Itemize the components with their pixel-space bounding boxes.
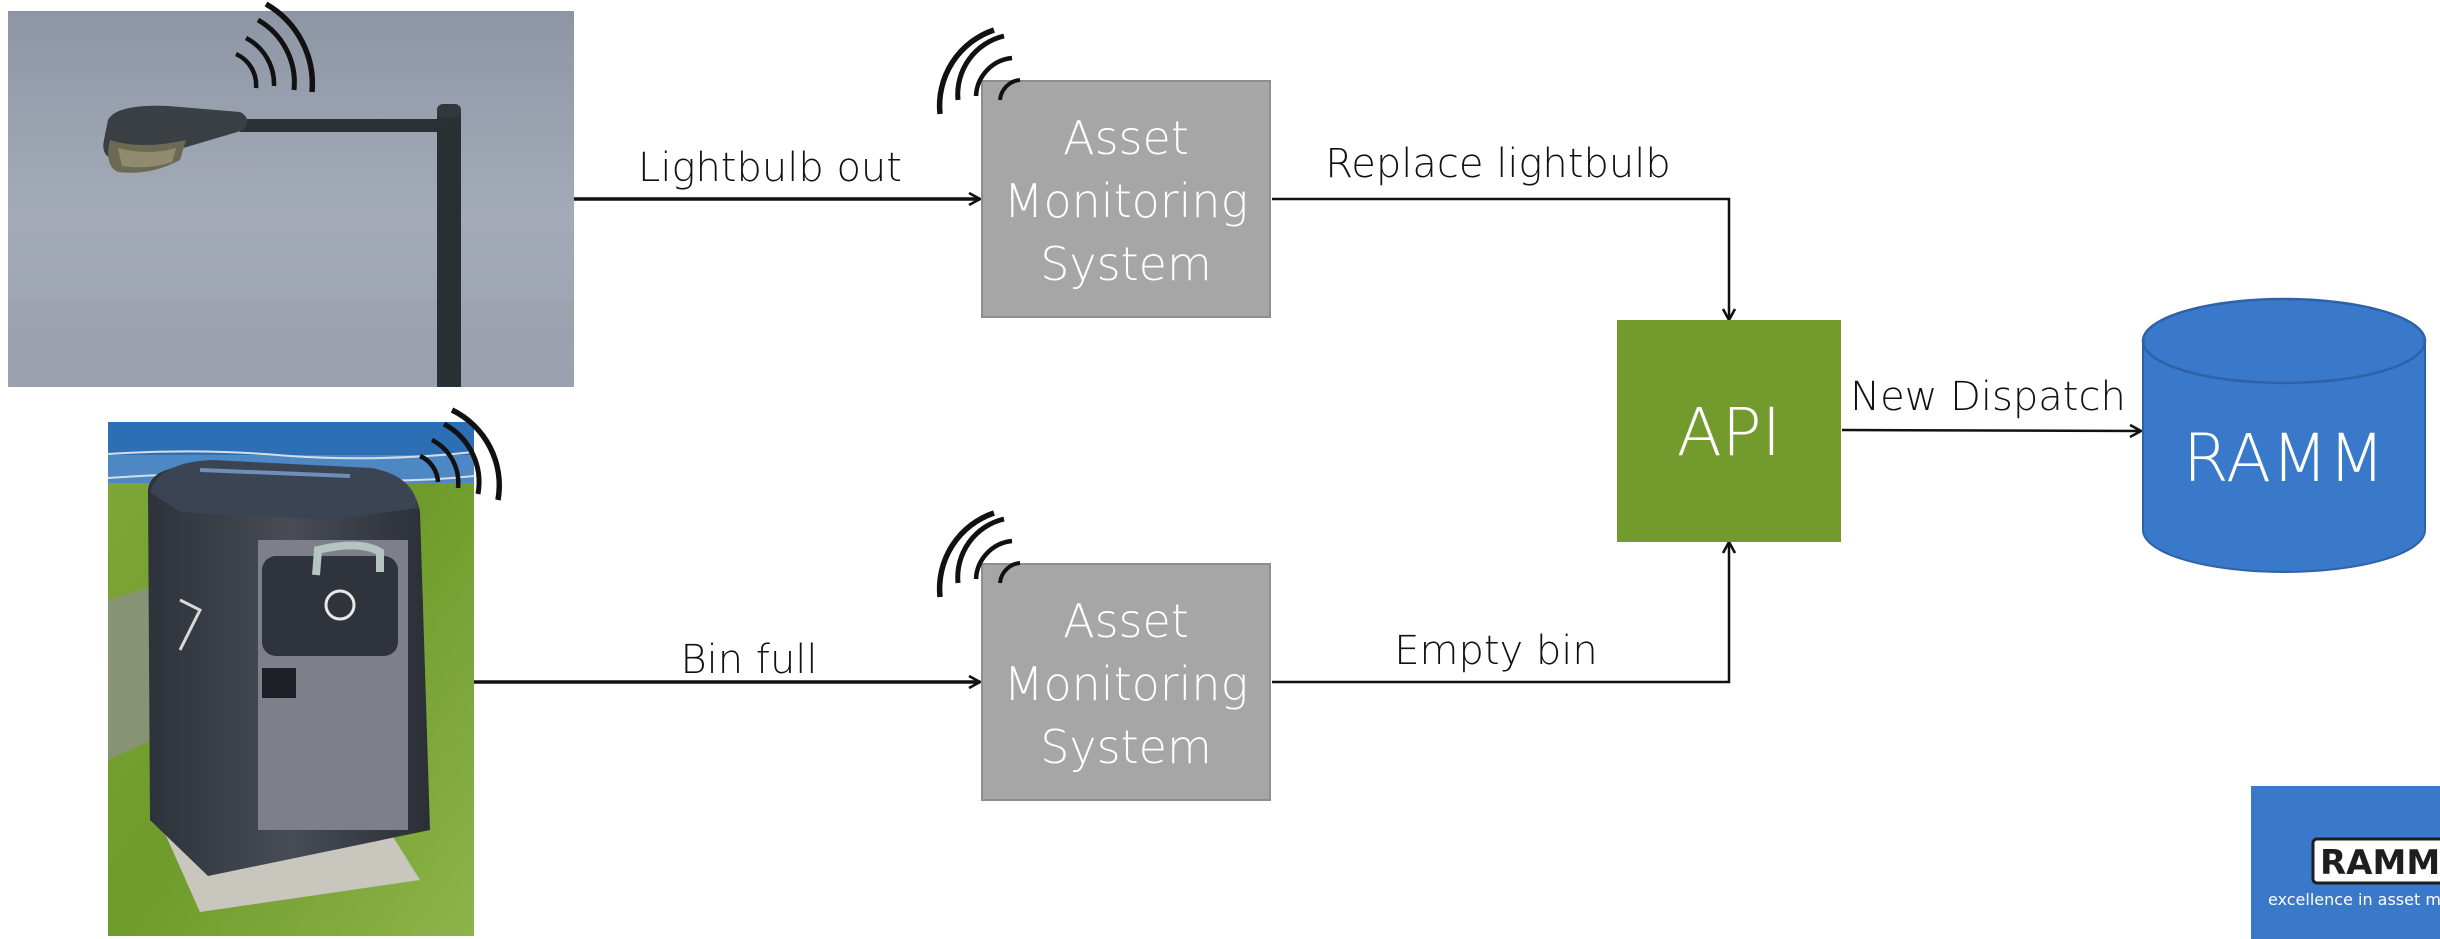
api-label: API xyxy=(1677,394,1781,471)
streetlight-photo xyxy=(8,1,574,387)
label-empty-bin: Empty bin xyxy=(1394,628,1598,674)
api-node: API xyxy=(1617,320,1841,542)
label-lightbulb-out: Lightbulb out xyxy=(638,145,902,191)
ams-top-line-1: Asset xyxy=(1063,111,1189,165)
ams-bottom-line-1: Asset xyxy=(1063,594,1189,648)
arrow-api-to-ramm xyxy=(1841,430,2141,431)
arrow-ams-top-to-api xyxy=(1272,197,1729,320)
ramm-label: RAMM xyxy=(2183,420,2385,497)
ramm-logo: RAMM excellence in asset ma xyxy=(2251,786,2440,939)
pole-shape xyxy=(437,110,461,387)
ams-top-line-2: Monitoring xyxy=(1004,174,1248,228)
ramm-database-node: RAMM xyxy=(2141,297,2427,573)
signal-icon xyxy=(998,78,1021,101)
ams-top-line-3: System xyxy=(1040,237,1212,291)
logo-tagline: excellence in asset ma xyxy=(2268,890,2440,909)
connectors xyxy=(474,199,2141,682)
label-bin-full: Bin full xyxy=(680,637,817,683)
ams-top-node: Asset Monitoring System xyxy=(936,27,1271,318)
ams-bottom-line-3: System xyxy=(1040,720,1212,774)
label-new-dispatch: New Dispatch xyxy=(1850,374,2126,420)
signal-icon xyxy=(998,561,1021,584)
ams-bottom-node: Asset Monitoring System xyxy=(936,510,1271,801)
smart-bin-photo xyxy=(107,407,503,936)
ams-bottom-line-2: Monitoring xyxy=(1004,657,1248,711)
arrow-ams-bottom-to-api xyxy=(1272,542,1729,684)
label-replace-lightbulb: Replace lightbulb xyxy=(1325,141,1670,187)
logo-text: RAMM xyxy=(2320,843,2440,883)
